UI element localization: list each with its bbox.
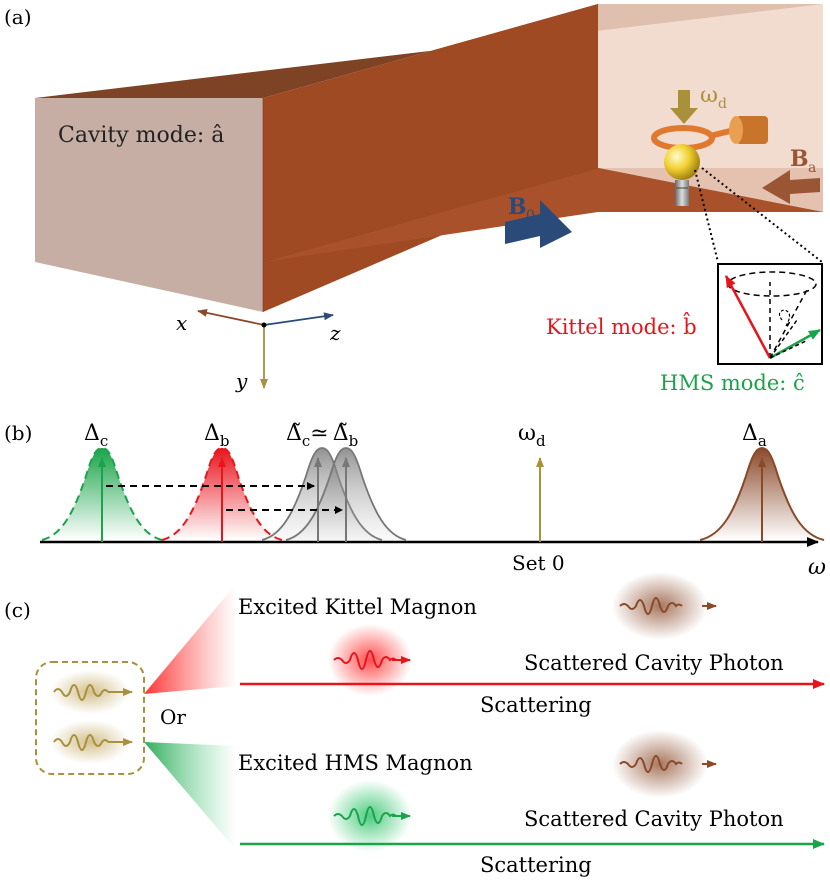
scattered-photon-label-1: Scattered Cavity Photon xyxy=(524,651,784,675)
kittel-magnon-wavepacket-icon xyxy=(333,650,397,670)
b0-sub: 0 xyxy=(526,208,535,224)
sample-holder-icon xyxy=(675,180,689,206)
yig-sphere-icon xyxy=(664,144,700,180)
cavity-photon-wavepacket-icon xyxy=(619,597,683,615)
drive-wavepacket-icon xyxy=(53,734,109,751)
cavity-front-face xyxy=(263,4,598,312)
delta-tilde-label: Δ̃c≃Δ̃b xyxy=(286,421,358,450)
hms-cone xyxy=(144,742,236,850)
hms-mode-label: HMS mode: ĉ xyxy=(660,371,805,395)
panel-b-label: (b) xyxy=(4,421,32,445)
panel-c: (c) Or Excited Kittel Magnon Scattered C… xyxy=(4,572,825,877)
delta-c-label: Δc xyxy=(84,421,108,450)
cavity-end-face xyxy=(598,4,823,212)
kittel-cone xyxy=(144,584,236,694)
x-axis-arrow-icon xyxy=(197,308,265,326)
zoom-line-left xyxy=(694,169,719,263)
axis-y-label: y xyxy=(235,369,248,393)
or-label: Or xyxy=(160,705,186,729)
cavity-box xyxy=(35,4,823,312)
b0-label: B xyxy=(508,194,527,220)
hms-peak xyxy=(41,446,163,541)
excited-hms-label: Excited HMS Magnon xyxy=(238,751,473,775)
cavity-photon-wavepacket-icon xyxy=(619,755,683,773)
cavity-mode-label: Cavity mode: â xyxy=(58,123,224,148)
set-zero-label: Set 0 xyxy=(512,551,565,575)
scattering-label-2: Scattering xyxy=(480,853,592,877)
omega-d-peak-label: ωd xyxy=(518,421,546,450)
panel-a: (a) Cavity mode: â xyxy=(4,4,823,395)
z-axis-arrow-icon xyxy=(263,312,334,326)
excited-kittel-label: Excited Kittel Magnon xyxy=(238,595,477,619)
hms-magnon-wavepacket-icon xyxy=(333,806,397,826)
kittel-vector-icon xyxy=(724,275,772,359)
ba-label: B xyxy=(790,146,809,172)
scattered-photon-label-2: Scattered Cavity Photon xyxy=(524,807,784,831)
delta-b-label: Δb xyxy=(204,421,230,450)
drive-wavepacket-icon xyxy=(53,684,109,701)
cavity-left-face xyxy=(35,98,263,312)
omega-axis-label: ω xyxy=(808,555,826,580)
kittel-mode-label: Kittel mode: b̂ xyxy=(546,312,697,339)
delta-a-label: Δa xyxy=(742,421,767,450)
panel-b: (b) ω Δc Δb Δ̃c≃Δ̃b ωd Δa Set xyxy=(4,421,826,580)
coordinate-axes xyxy=(197,308,334,389)
axis-z-label: z xyxy=(329,321,341,345)
zoom-line-right xyxy=(701,167,823,263)
precession-inset xyxy=(717,263,823,365)
b0-arrow-icon xyxy=(505,200,572,248)
ba-arrow-icon xyxy=(762,170,820,204)
omega-d-sub: d xyxy=(718,96,727,112)
cavity-peak xyxy=(699,446,825,541)
axis-x-label: x xyxy=(176,311,187,335)
panel-c-label: (c) xyxy=(4,598,31,622)
omega-d-arrow-icon xyxy=(670,90,698,124)
ba-sub: a xyxy=(808,160,816,176)
scattering-label-1: Scattering xyxy=(480,693,592,717)
panel-a-label: (a) xyxy=(4,5,32,29)
omega-d-label: ω xyxy=(700,83,718,108)
